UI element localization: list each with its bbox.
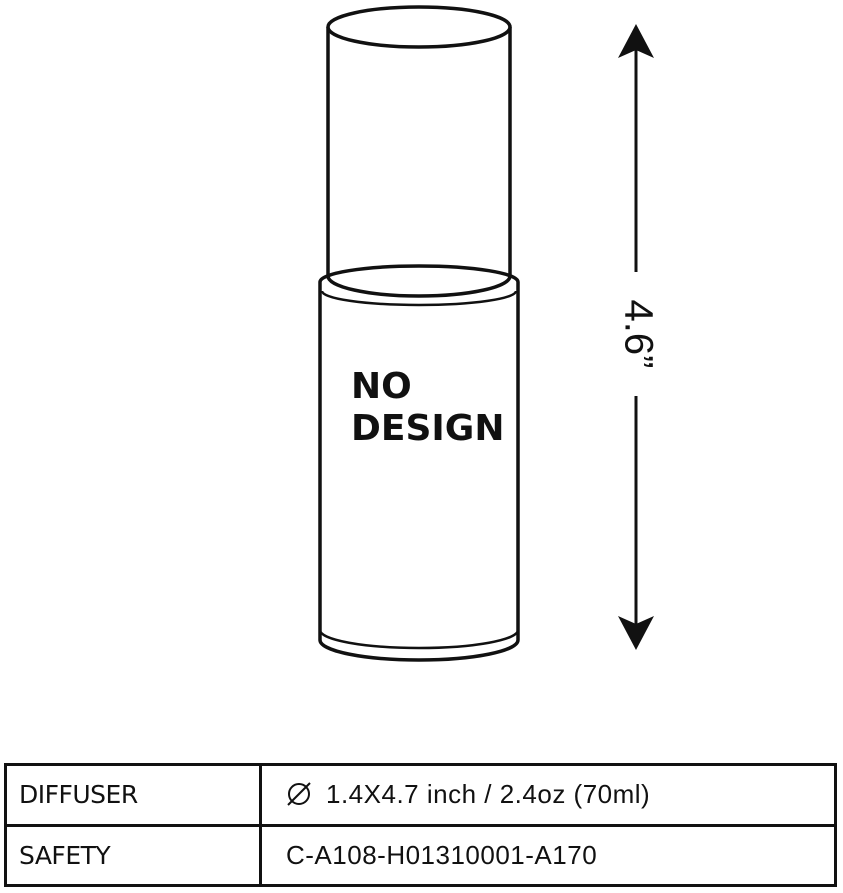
product-diagram: NO DESIGN 4.6”	[318, 5, 660, 662]
spec-value-safety: C-A108-H01310001-A170	[259, 823, 837, 887]
arrow-up-icon	[618, 24, 654, 58]
bottle-label-line1: NO	[351, 366, 412, 407]
bottle-cap	[326, 27, 512, 298]
bottle-drawing	[318, 5, 520, 662]
spec-value-diffuser-text: 1.4X4.7 inch / 2.4oz (70ml)	[326, 779, 651, 810]
height-dimension-arrow	[618, 24, 654, 650]
bottle-base	[318, 629, 520, 650]
bottle-label-line2: DESIGN	[351, 408, 504, 449]
spec-value-diffuser: 1.4X4.7 inch / 2.4oz (70ml)	[259, 763, 837, 827]
bottle-shoulder	[318, 264, 520, 283]
table-row: SAFETY C-A108-H01310001-A170	[4, 823, 837, 887]
spec-label-safety: SAFETY	[4, 823, 262, 887]
table-row: DIFFUSER 1.4X4.7 inch / 2.4oz (70ml)	[4, 763, 837, 827]
spec-table: DIFFUSER 1.4X4.7 inch / 2.4oz (70ml) SAF…	[4, 763, 837, 887]
diameter-icon	[287, 782, 311, 806]
spec-label-diffuser: DIFFUSER	[4, 763, 262, 827]
height-label: 4.6”	[616, 300, 660, 369]
arrow-down-icon	[618, 616, 654, 650]
bottle-cap-top	[326, 5, 512, 49]
